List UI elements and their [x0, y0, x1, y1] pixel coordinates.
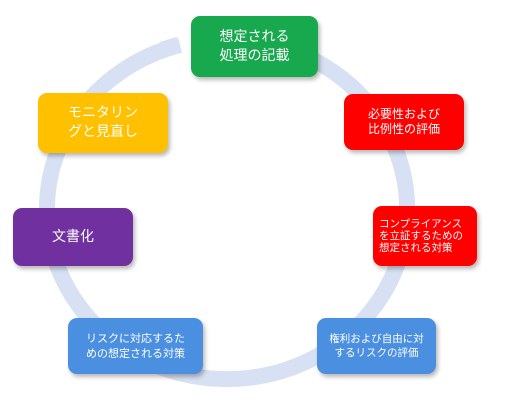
step-describe-processing: 想定される 処理の記載 [191, 16, 318, 77]
step-risk-assessment: 権利および自由に対 するリスクの評価 [317, 318, 436, 374]
cycle-arrowhead [160, 37, 176, 52]
step-documentation-label: 文書化 [52, 229, 94, 245]
step-risk-measures: リスクに対応するた めの想定される対策 [68, 318, 203, 374]
step-monitoring-review-label: モニタリン グと見直し [68, 105, 138, 140]
step-compliance-measures-label: コンプライアンスを立証するための想定される対策 [379, 218, 463, 254]
step-describe-processing-label: 想定される 処理の記載 [219, 28, 290, 64]
step-risk-measures-label: リスクに対応するた めの想定される対策 [86, 332, 185, 360]
step-compliance-measures: コンプライアンスを立証するための想定される対策 [373, 206, 477, 266]
step-necessity-proportionality-label: 必要性および 比例性の評価 [367, 107, 440, 136]
step-monitoring-review: モニタリン グと見直し [38, 93, 168, 153]
step-documentation: 文書化 [13, 208, 133, 266]
step-risk-assessment-label: 権利および自由に対 するリスクの評価 [329, 333, 424, 359]
step-necessity-proportionality: 必要性および 比例性の評価 [344, 94, 464, 150]
